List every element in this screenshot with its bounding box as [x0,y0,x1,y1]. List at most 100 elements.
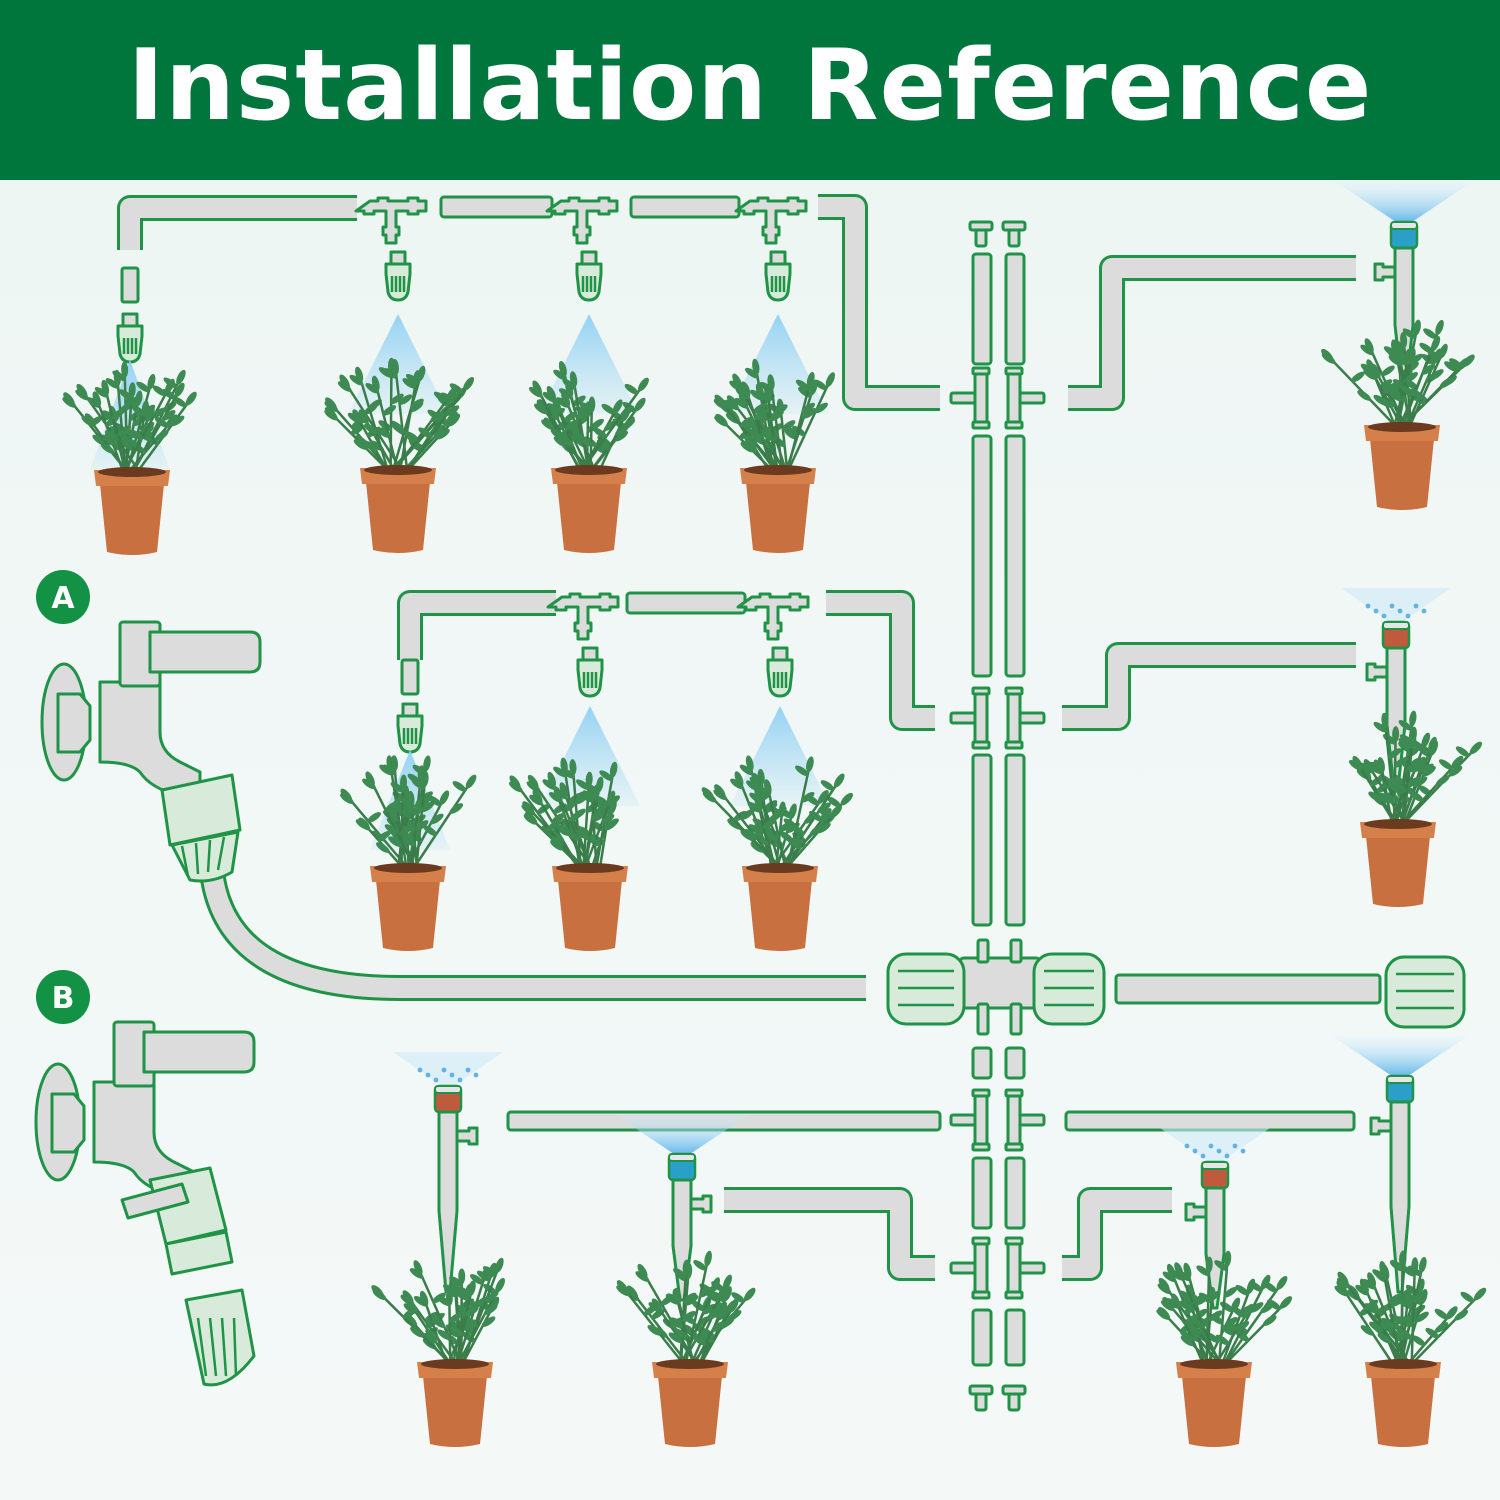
plant-bud [1373,759,1384,775]
plant-leaf [674,1328,689,1340]
droplet [417,1067,423,1073]
potted-plant [1156,1250,1293,1447]
plant-bud [742,382,751,398]
plant-leaf [1378,379,1393,390]
plant-leaf [752,403,767,414]
plant-leaf [384,801,399,812]
trunk-end-plug [968,220,994,248]
plant-bud [1408,730,1416,747]
plant-leaf [668,1332,683,1344]
plant-foliage [340,755,477,871]
plant-bud [1359,1278,1369,1294]
plant-bud [421,771,429,788]
plant-stem [684,1258,710,1367]
trunk-tube-segment [1004,753,1026,927]
connector-rib [194,842,200,875]
plant-leaf [1398,1329,1413,1340]
plant-bud [830,805,842,818]
plant-bud [1379,1260,1387,1277]
droplet [473,1072,479,1078]
pot-body [1370,439,1434,510]
plant-leaf [827,796,841,808]
plant-bud [1413,319,1421,336]
plant-leaf [754,409,769,420]
plant-leaf [1267,1299,1281,1311]
plant-bud [745,755,754,772]
droplet [1413,603,1419,609]
plant-leaf [787,838,802,850]
plant-bud [147,374,156,390]
pot-soil [98,467,166,477]
plant-leaf [429,813,444,825]
plant-stem [422,1298,449,1367]
tube-fill [724,1190,935,1278]
plant-leaf [553,369,567,381]
plant-leaf [1390,1259,1404,1271]
faucet-b [34,1020,256,1204]
plant-stem [1397,343,1437,430]
tube-outline [826,590,935,731]
pot-body [376,880,440,951]
plant-leaf [820,780,835,791]
plant-leaf [1421,364,1436,375]
plant-leaf [784,425,798,437]
plant-bud [752,358,760,375]
plant-stem [698,1304,735,1367]
tee-connector [949,1236,991,1300]
potted-plant [1321,319,1475,510]
plant-bud [1208,1286,1216,1303]
plant-stem [1400,747,1477,827]
plant-leaf [1397,353,1412,365]
plant-leaf [790,824,805,836]
plant-leaf [542,779,557,790]
plant-bud [1369,1298,1379,1314]
plant-leaf [154,430,169,441]
tee-trunk [973,1090,989,1150]
plant-bud [763,779,772,795]
plant-stem [1398,761,1459,827]
plant-bud [626,1285,639,1299]
faucets-layer [34,620,262,1387]
droplet [1365,603,1371,609]
plant-bud [1445,1306,1458,1320]
droplet [1389,603,1395,609]
plant-leaf [561,768,575,779]
plant-leaf [129,429,143,441]
plant-leaf [550,835,564,847]
plant-leaf [593,427,607,439]
plant-bud [585,771,593,788]
plant-stem [391,373,423,473]
plant-bud [509,775,521,789]
plant-leaf [801,402,816,414]
plant-bud [569,371,578,388]
faucet-handle [142,1030,256,1074]
tee-cap [1004,686,1024,696]
plant-leaf [707,1307,721,1319]
plant-bud [788,803,797,819]
plug-stem [1007,228,1021,248]
droplet [1216,1148,1222,1154]
plant-bud [445,1290,453,1307]
plant-bud [1392,726,1400,743]
plant-bud [732,373,742,389]
plant-leaf [582,790,597,802]
tee-cap [971,1142,991,1152]
plant-bud [365,771,375,787]
plant-foliage [1321,319,1475,430]
plant-leaf [418,427,433,438]
plant-bud [717,1286,728,1301]
stake-inlet [455,1126,479,1146]
pot-body [423,1376,487,1447]
plant-leaf [762,818,777,829]
pot-soil [421,1359,489,1369]
tee-cap [971,740,991,750]
plant-leaf [701,1328,716,1339]
plant-bud [569,759,577,776]
plant-foliage [616,1250,756,1367]
right-branch-tube-top [1068,255,1356,411]
nozzle-stem [581,646,599,662]
plant-leaf [1422,766,1436,777]
plant-bud [532,789,543,804]
plant-leaf [1223,1286,1238,1298]
plant-leaf [576,779,590,790]
